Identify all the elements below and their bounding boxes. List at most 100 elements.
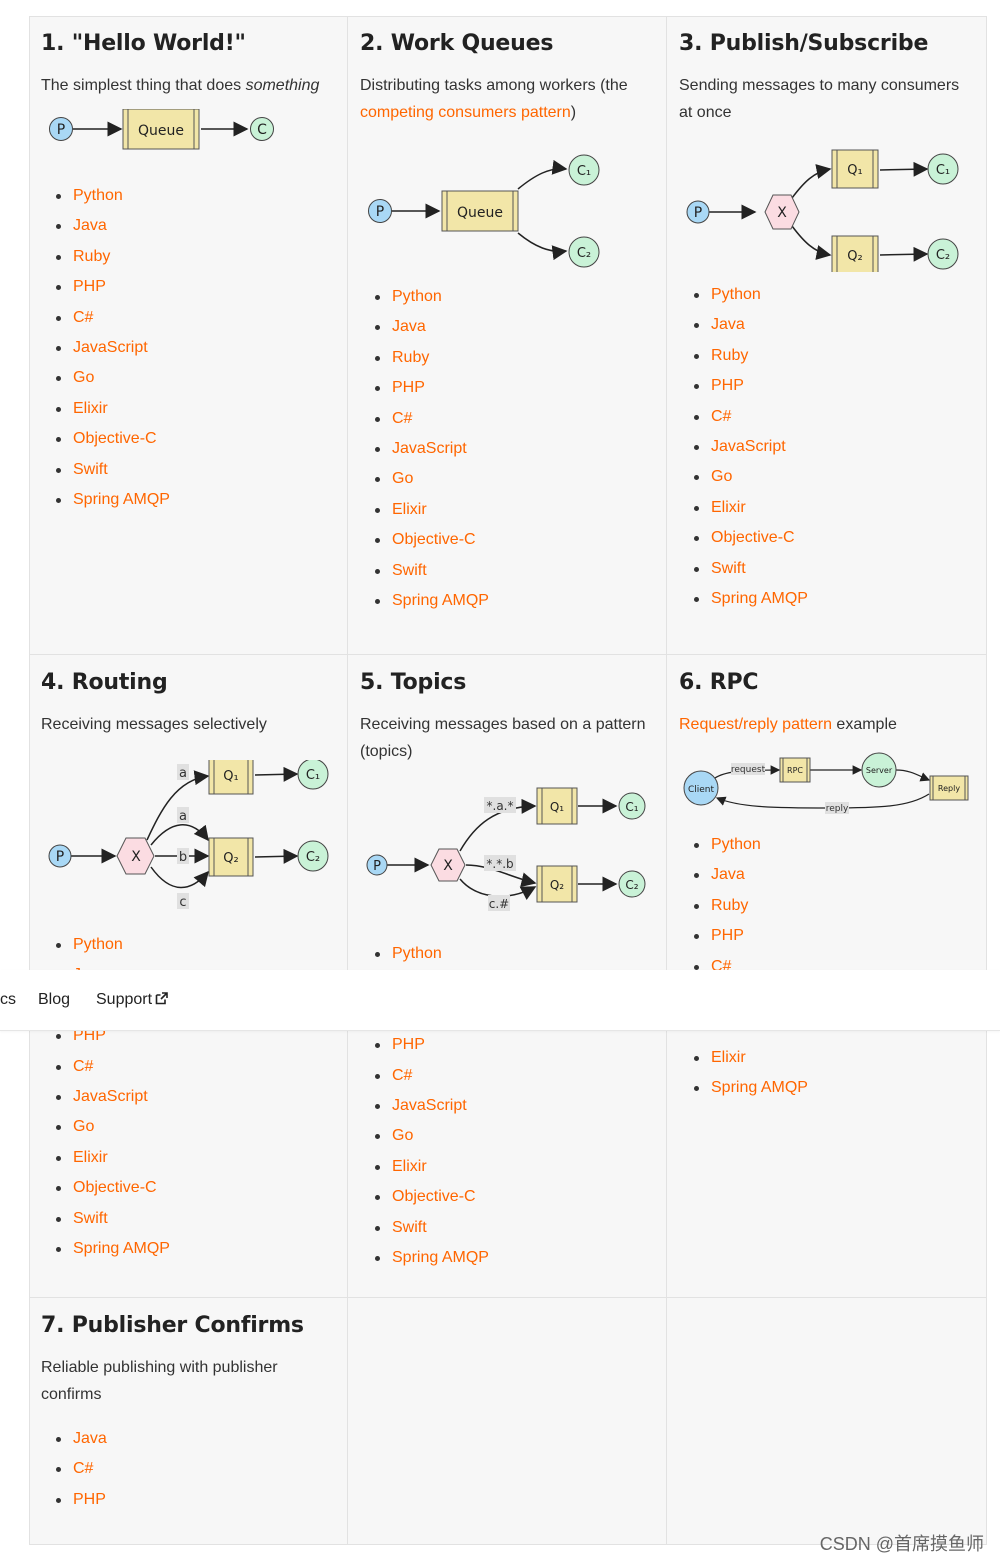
consumer-2-label: C₂ bbox=[306, 850, 320, 865]
language-link[interactable]: Ruby bbox=[375, 343, 654, 373]
tutorial-title: 5. Topics bbox=[360, 670, 467, 695]
language-link[interactable]: Java bbox=[694, 310, 974, 340]
queue-2-label: Q₂ bbox=[223, 851, 238, 866]
language-link[interactable]: Spring AMQP bbox=[694, 584, 974, 614]
language-link[interactable]: Objective-C bbox=[375, 525, 654, 555]
language-link[interactable]: Swift bbox=[694, 554, 974, 584]
language-link[interactable]: PHP bbox=[56, 272, 335, 302]
language-link[interactable]: Go bbox=[375, 1121, 654, 1151]
language-link[interactable]: Objective-C bbox=[375, 1182, 654, 1212]
sticky-navbar: cs Blog Support bbox=[0, 970, 1000, 1031]
language-link[interactable]: Elixir bbox=[694, 493, 974, 523]
tutorial-description: Receiving messages selectively bbox=[41, 716, 267, 733]
language-link[interactable]: Objective-C bbox=[694, 523, 974, 553]
nav-item-blog[interactable]: Blog bbox=[38, 991, 71, 1008]
language-link[interactable]: Java bbox=[56, 211, 335, 241]
language-link[interactable]: Java bbox=[694, 860, 974, 890]
language-link[interactable]: PHP bbox=[375, 373, 654, 403]
language-link[interactable]: C# bbox=[56, 1454, 335, 1484]
tutorial-description: Receiving messages based on a pattern (t… bbox=[360, 716, 646, 760]
language-link[interactable]: Elixir bbox=[375, 495, 654, 525]
language-link[interactable]: C# bbox=[694, 402, 974, 432]
language-link[interactable]: Spring AMQP bbox=[56, 1234, 335, 1264]
producer-node bbox=[48, 844, 72, 868]
language-link[interactable]: Objective-C bbox=[56, 1173, 335, 1203]
consumer-1-label: C₁ bbox=[306, 768, 320, 783]
queue-1-label: Q₁ bbox=[223, 769, 238, 784]
consumer-2-node bbox=[927, 238, 959, 270]
language-link[interactable]: JavaScript bbox=[375, 434, 654, 464]
client-label: Client bbox=[688, 785, 715, 795]
exchange-node bbox=[116, 837, 155, 875]
language-link[interactable]: C# bbox=[56, 303, 335, 333]
language-link[interactable]: Spring AMQP bbox=[375, 586, 654, 616]
language-link[interactable]: Go bbox=[56, 363, 335, 393]
language-link[interactable]: Go bbox=[694, 462, 974, 492]
language-link[interactable]: PHP bbox=[56, 1485, 335, 1515]
language-link[interactable]: Java bbox=[56, 1424, 335, 1454]
exchange-label: X bbox=[443, 858, 453, 874]
producer-label: P bbox=[373, 859, 381, 874]
language-list: PythonJavaRubyPHPC#JavaScriptGoElixirObj… bbox=[41, 930, 335, 1264]
tutorial-card-hello-world: 1. "Hello World!" The simplest thing tha… bbox=[29, 16, 348, 655]
language-link[interactable]: Ruby bbox=[694, 891, 974, 921]
language-link[interactable]: JavaScript bbox=[56, 1082, 335, 1112]
nav-item-partial[interactable]: cs bbox=[0, 991, 16, 1008]
language-link[interactable]: Python bbox=[694, 280, 974, 310]
request-reply-link[interactable]: Request/reply pattern bbox=[679, 716, 832, 733]
language-link[interactable]: C# bbox=[56, 1052, 335, 1082]
language-link[interactable]: PHP bbox=[375, 1030, 654, 1060]
language-link[interactable]: Swift bbox=[375, 556, 654, 586]
language-link[interactable]: PHP bbox=[694, 921, 974, 951]
server-node bbox=[861, 752, 897, 788]
language-link[interactable]: JavaScript bbox=[56, 333, 335, 363]
reply-queue-label: Reply bbox=[938, 784, 960, 793]
language-link[interactable]: Python bbox=[56, 930, 335, 960]
request-label: request bbox=[731, 765, 766, 775]
language-link[interactable]: Spring AMQP bbox=[694, 1073, 974, 1103]
nav-item-support[interactable]: Support bbox=[96, 990, 168, 1010]
consumer-2-label: C₂ bbox=[577, 246, 591, 261]
language-link[interactable]: Elixir bbox=[694, 1043, 974, 1073]
language-link[interactable]: JavaScript bbox=[375, 1091, 654, 1121]
hello-world-diagram: P Queue C bbox=[49, 109, 274, 150]
producer-node bbox=[49, 117, 73, 141]
language-link[interactable]: Go bbox=[375, 464, 654, 494]
language-link[interactable]: Go bbox=[56, 1112, 335, 1142]
queue-label: Queue bbox=[457, 205, 503, 221]
language-link[interactable]: JavaScript bbox=[694, 432, 974, 462]
language-link[interactable]: Elixir bbox=[56, 1143, 335, 1173]
queue-1-node bbox=[831, 149, 879, 189]
language-link[interactable]: Python bbox=[375, 282, 654, 312]
language-link[interactable]: Spring AMQP bbox=[375, 1243, 654, 1273]
language-link[interactable]: Python bbox=[694, 830, 974, 860]
language-link[interactable]: C# bbox=[375, 1061, 654, 1091]
language-link[interactable]: Ruby bbox=[56, 242, 335, 272]
language-link[interactable]: Elixir bbox=[56, 394, 335, 424]
queue-1-label: Q₁ bbox=[550, 800, 564, 814]
language-link[interactable]: Python bbox=[56, 181, 335, 211]
language-link[interactable]: Elixir bbox=[375, 1152, 654, 1182]
rpc-diagram: request reply Client RPC Server Reply bbox=[683, 752, 969, 814]
consumer-1-node bbox=[927, 153, 959, 185]
binding-label: *.a.* bbox=[487, 799, 514, 813]
client-node bbox=[683, 770, 719, 806]
language-link[interactable]: Swift bbox=[56, 1204, 335, 1234]
competing-consumers-link[interactable]: competing consumers pattern bbox=[360, 104, 571, 121]
producer-label: P bbox=[694, 205, 702, 221]
language-link[interactable]: C# bbox=[375, 404, 654, 434]
language-link[interactable]: PHP bbox=[56, 1021, 335, 1051]
language-link[interactable]: Spring AMQP bbox=[56, 485, 335, 515]
language-link[interactable]: Swift bbox=[56, 455, 335, 485]
language-link[interactable]: Java bbox=[375, 312, 654, 342]
language-link[interactable]: PHP bbox=[694, 371, 974, 401]
exchange-label: X bbox=[131, 849, 141, 865]
server-label: Server bbox=[866, 766, 893, 775]
language-link[interactable]: Python bbox=[375, 939, 654, 969]
language-link[interactable]: Objective-C bbox=[56, 424, 335, 454]
external-link-icon bbox=[155, 992, 168, 1005]
language-link[interactable]: Ruby bbox=[694, 341, 974, 371]
language-link[interactable]: Swift bbox=[375, 1213, 654, 1243]
publish-subscribe-diagram: P X Q₁ Q₂ C₁ C₂ bbox=[686, 149, 959, 272]
producer-label: P bbox=[376, 204, 384, 220]
